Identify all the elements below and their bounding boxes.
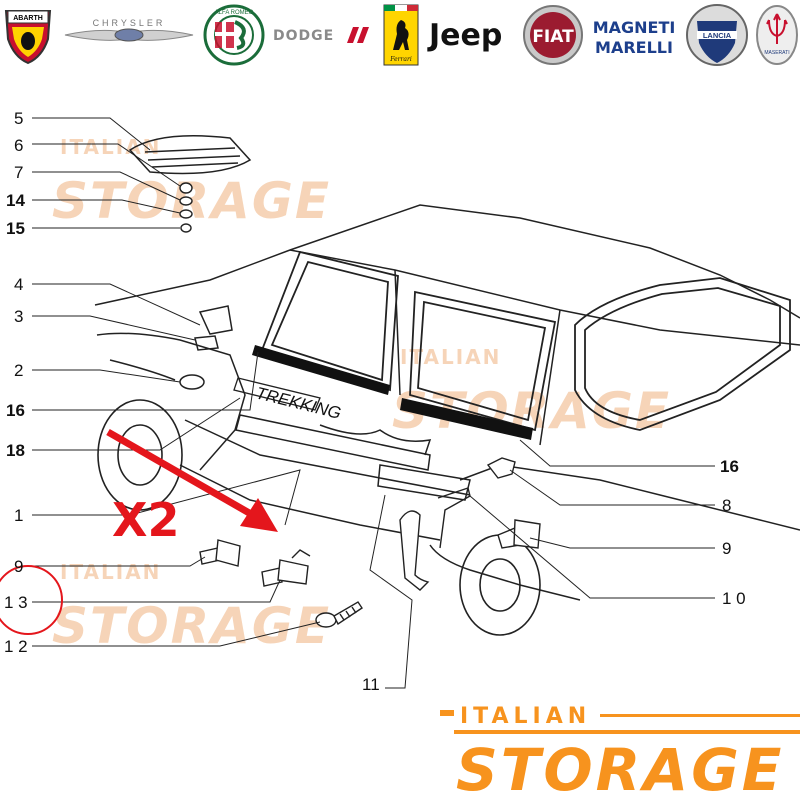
logo-accent-line (600, 714, 800, 717)
alfa-romeo-badge-icon: ALFA ROMEO (202, 2, 266, 68)
part-label: 1 (14, 506, 23, 525)
model-badge-text: TREKKING (254, 383, 343, 422)
front-wheel (97, 399, 183, 511)
front-door-window (260, 250, 399, 392)
bracket-part-11 (399, 510, 430, 591)
part-label: 15 (6, 219, 25, 238)
watermark-main-text: STORAGE (52, 597, 332, 655)
part-label: 14 (6, 191, 25, 210)
part-label: 1 0 (722, 589, 746, 608)
seal-strip-front (252, 345, 390, 395)
leader-lines (32, 117, 715, 689)
door-handle-part (179, 374, 205, 390)
jeep-wordmark-icon: Jeep (426, 2, 516, 68)
part-label: 16 (6, 401, 25, 420)
part-label: 1 2 (4, 637, 28, 656)
side-sill-moulding (235, 414, 471, 501)
roof-vent-part (128, 134, 252, 175)
part-label: 5 (14, 109, 23, 128)
chrysler-wings-icon: CHRYSLER (62, 2, 196, 68)
part-label: 6 (14, 136, 23, 155)
part-label: 2 (14, 361, 23, 380)
abarth-scorpion-icon: ABARTH (0, 2, 56, 68)
logo-underline (454, 730, 800, 734)
watermark-top-text: ITALIAN (60, 560, 162, 584)
svg-text:MASERATI: MASERATI (764, 50, 789, 56)
car-body-outline (94, 204, 800, 601)
quantity-callout: X2 (112, 493, 179, 547)
svg-text:MAGNETI: MAGNETI (593, 18, 676, 37)
fiat-badge-icon: FIAT (522, 2, 584, 68)
rear-door-window (409, 290, 557, 432)
maserati-trident-icon: MASERATI (754, 2, 800, 68)
highlight-arrow (106, 428, 278, 532)
part-label: 3 (14, 307, 23, 326)
model-badge: TREKKING (233, 377, 343, 423)
part-label: 8 (722, 496, 731, 515)
magneti-marelli-wordmark-icon: MAGNETI MARELLI (588, 2, 680, 68)
svg-text:ABARTH: ABARTH (13, 15, 43, 22)
svg-text:FIAT: FIAT (532, 27, 574, 47)
logo-accent-bar (440, 710, 454, 716)
part-label: 16 (720, 457, 739, 476)
part-label: 4 (14, 275, 23, 294)
brand-logo-bar: ABARTH CHRYSLER ALFA ROMEO (0, 0, 800, 70)
seal-strip-rear (400, 398, 533, 440)
rear-quarter-window (574, 277, 791, 431)
side-mirror (194, 305, 233, 351)
svg-text:MARELLI: MARELLI (595, 38, 673, 57)
dodge-wordmark-icon: DODGE (270, 2, 374, 68)
part-label: 11 (362, 675, 380, 694)
svg-text:Ferrari: Ferrari (389, 56, 412, 63)
italian-storage-logo: ITALIAN STORAGE (440, 700, 800, 804)
clip-part-13 (261, 549, 311, 587)
logo-top-text: ITALIAN (460, 704, 592, 729)
clip-part-9-left (199, 539, 241, 567)
lancia-shield-icon: LANCIA (684, 2, 750, 68)
clip-part-9-right (497, 519, 541, 549)
part-label: 18 (6, 441, 25, 460)
part-label: 9 (14, 557, 23, 576)
watermark-top-text: ITALIAN (60, 135, 162, 159)
logo-main-text: STORAGE (456, 736, 785, 804)
svg-text:DODGE: DODGE (273, 28, 334, 44)
part-label: 7 (14, 163, 23, 182)
watermark-top-text: ITALIAN (400, 345, 502, 369)
part-label: 9 (722, 539, 731, 558)
svg-text:Jeep: Jeep (427, 18, 502, 53)
svg-text:LANCIA: LANCIA (703, 31, 732, 40)
svg-text:ALFA ROMEO: ALFA ROMEO (215, 10, 254, 16)
highlight-circle (0, 565, 63, 635)
fastener-stack (179, 182, 193, 233)
clip-part-8 (486, 457, 516, 479)
rear-wheel (459, 534, 541, 636)
screw-part-12 (315, 601, 363, 628)
ferrari-horse-icon: Ferrari (382, 2, 420, 68)
part-label: 1 3 (4, 593, 28, 612)
svg-text:CHRYSLER: CHRYSLER (93, 18, 166, 28)
